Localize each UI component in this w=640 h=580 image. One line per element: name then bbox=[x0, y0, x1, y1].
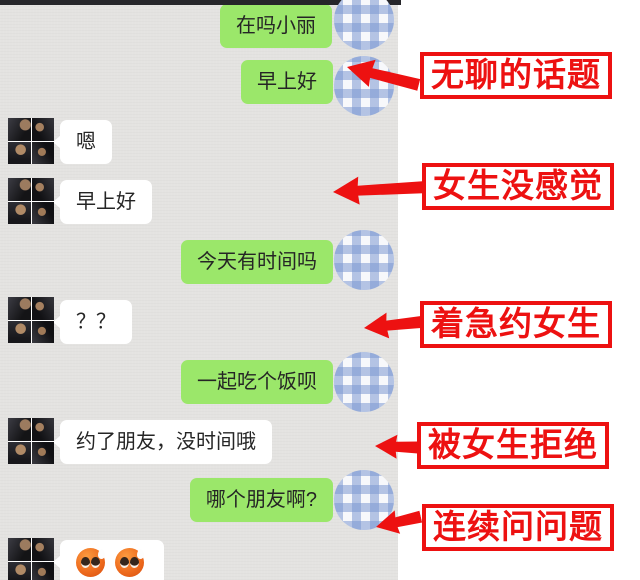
avatar-photo-tile bbox=[8, 141, 31, 164]
annotation-label-boring-topic: 无聊的话题 bbox=[420, 52, 612, 99]
received-emoji-bubble[interactable] bbox=[53, 540, 164, 580]
avatar-photo-tile bbox=[31, 297, 54, 320]
avatar-photo-tile bbox=[8, 297, 31, 320]
emoji-sweat-drop bbox=[98, 549, 105, 559]
avatar-photo-tile bbox=[31, 320, 54, 343]
annotation-label-repeated-questions: 连续问问题 bbox=[422, 504, 614, 551]
status-bar-strip bbox=[0, 0, 401, 5]
received-message-bubble[interactable]: ？？ bbox=[53, 300, 132, 344]
avatar-photo-tile bbox=[8, 118, 31, 141]
sent-message-bubble[interactable]: 在吗小丽 bbox=[220, 4, 332, 48]
avatar-photo-tile bbox=[8, 418, 31, 441]
my-avatar[interactable] bbox=[334, 352, 394, 412]
avatar-photo-tile bbox=[31, 441, 54, 464]
avatar-photo-tile bbox=[8, 320, 31, 343]
avatar-photo-tile bbox=[31, 418, 54, 441]
contact-avatar[interactable] bbox=[8, 297, 54, 343]
avatar-photo-tile bbox=[8, 561, 31, 580]
emoji-sweat-drop bbox=[136, 549, 144, 559]
contact-avatar[interactable] bbox=[8, 418, 54, 464]
received-message-bubble[interactable]: 约了朋友，没时间哦 bbox=[53, 420, 272, 464]
avatar-photo-tile bbox=[8, 178, 31, 201]
sent-message-bubble[interactable]: 哪个朋友啊? bbox=[189, 478, 333, 522]
my-avatar[interactable] bbox=[334, 230, 394, 290]
avatar-photo-tile bbox=[31, 561, 54, 580]
avatar-photo-tile bbox=[31, 178, 54, 201]
avatar-photo-tile bbox=[31, 141, 54, 164]
left-arrow-icon bbox=[347, 59, 421, 91]
avatar-photo-tile bbox=[31, 538, 54, 561]
annotation-label-rejected: 被女生拒绝 bbox=[417, 422, 609, 469]
avatar-photo-tile bbox=[31, 118, 54, 141]
left-arrow-icon bbox=[333, 176, 424, 205]
left-arrow-icon bbox=[375, 434, 419, 459]
sweat-emoji-icon bbox=[114, 548, 144, 577]
contact-avatar[interactable] bbox=[8, 178, 54, 224]
contact-avatar[interactable] bbox=[8, 118, 54, 164]
received-message-bubble[interactable]: 早上好 bbox=[53, 180, 152, 224]
sent-message-bubble[interactable]: 今天有时间吗 bbox=[181, 240, 333, 284]
avatar-photo-tile bbox=[8, 538, 31, 561]
my-avatar[interactable] bbox=[334, 0, 394, 50]
contact-avatar[interactable] bbox=[8, 538, 54, 580]
emoji-eye bbox=[119, 557, 129, 568]
sent-message-bubble[interactable]: 早上好 bbox=[241, 60, 333, 104]
avatar-photo-tile bbox=[8, 441, 31, 464]
emoji-eye bbox=[81, 557, 90, 568]
sweat-emoji-icon bbox=[76, 548, 105, 577]
received-message-bubble[interactable]: 嗯 bbox=[53, 120, 112, 164]
avatar-photo-tile bbox=[31, 201, 54, 224]
sent-message-bubble[interactable]: 一起吃个饭呗 bbox=[181, 360, 333, 404]
left-arrow-icon bbox=[364, 312, 423, 339]
emoji-eye bbox=[129, 557, 139, 568]
emoji-eye bbox=[91, 557, 100, 568]
avatar-photo-tile bbox=[8, 201, 31, 224]
left-arrow-icon bbox=[376, 510, 423, 534]
annotation-label-no-feeling: 女生没感觉 bbox=[422, 163, 614, 210]
annotation-label-rushing-invite: 着急约女生 bbox=[420, 301, 612, 348]
